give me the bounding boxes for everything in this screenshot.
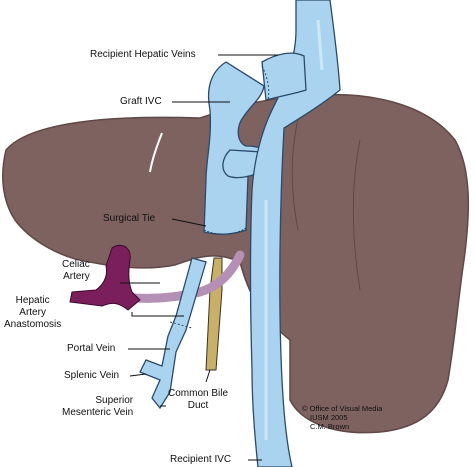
credit-line-2: IUSM 2005 <box>310 413 348 422</box>
liver-shading <box>291 109 361 291</box>
label-recipient-hepatic-veins: Recipient Hepatic Veins <box>90 49 196 60</box>
suprahepatic-anastomosis-stitch <box>261 65 270 101</box>
label-superior-mesenteric-vein: Superior Mesenteric Vein <box>62 395 134 418</box>
label-surgical-tie: Surgical Tie <box>103 213 156 224</box>
hepatic-artery-shape <box>117 250 245 303</box>
portal-vein-shape <box>139 257 207 410</box>
vessel-highlight <box>264 19 324 440</box>
leader-lines <box>120 54 278 461</box>
common-bile-duct-shape <box>205 257 223 371</box>
label-hepatic-artery-anastomosis: Hepatic Artery Anastomosis <box>4 295 62 330</box>
label-common-bile-duct: Common Bile Duct <box>168 388 229 411</box>
label-recipient-ivc: Recipient IVC <box>170 454 232 465</box>
label-graft-ivc: Graft IVC <box>120 96 162 107</box>
credit-line-3: C.M. Brown <box>310 422 350 431</box>
recipient-ivc-shape <box>249 0 341 467</box>
surgical-tie-stitch <box>203 227 247 235</box>
label-splenic-vein: Splenic Vein <box>64 370 120 381</box>
recipient-hepatic-veins-shape <box>261 52 307 101</box>
liver-fissure <box>149 132 163 173</box>
credit-line-1: © Office of Visual Media <box>302 404 383 413</box>
celiac-artery-shape <box>69 244 141 311</box>
label-portal-vein: Portal Vein <box>67 343 116 354</box>
label-celiac-artery: Celiac Artery <box>62 259 90 282</box>
